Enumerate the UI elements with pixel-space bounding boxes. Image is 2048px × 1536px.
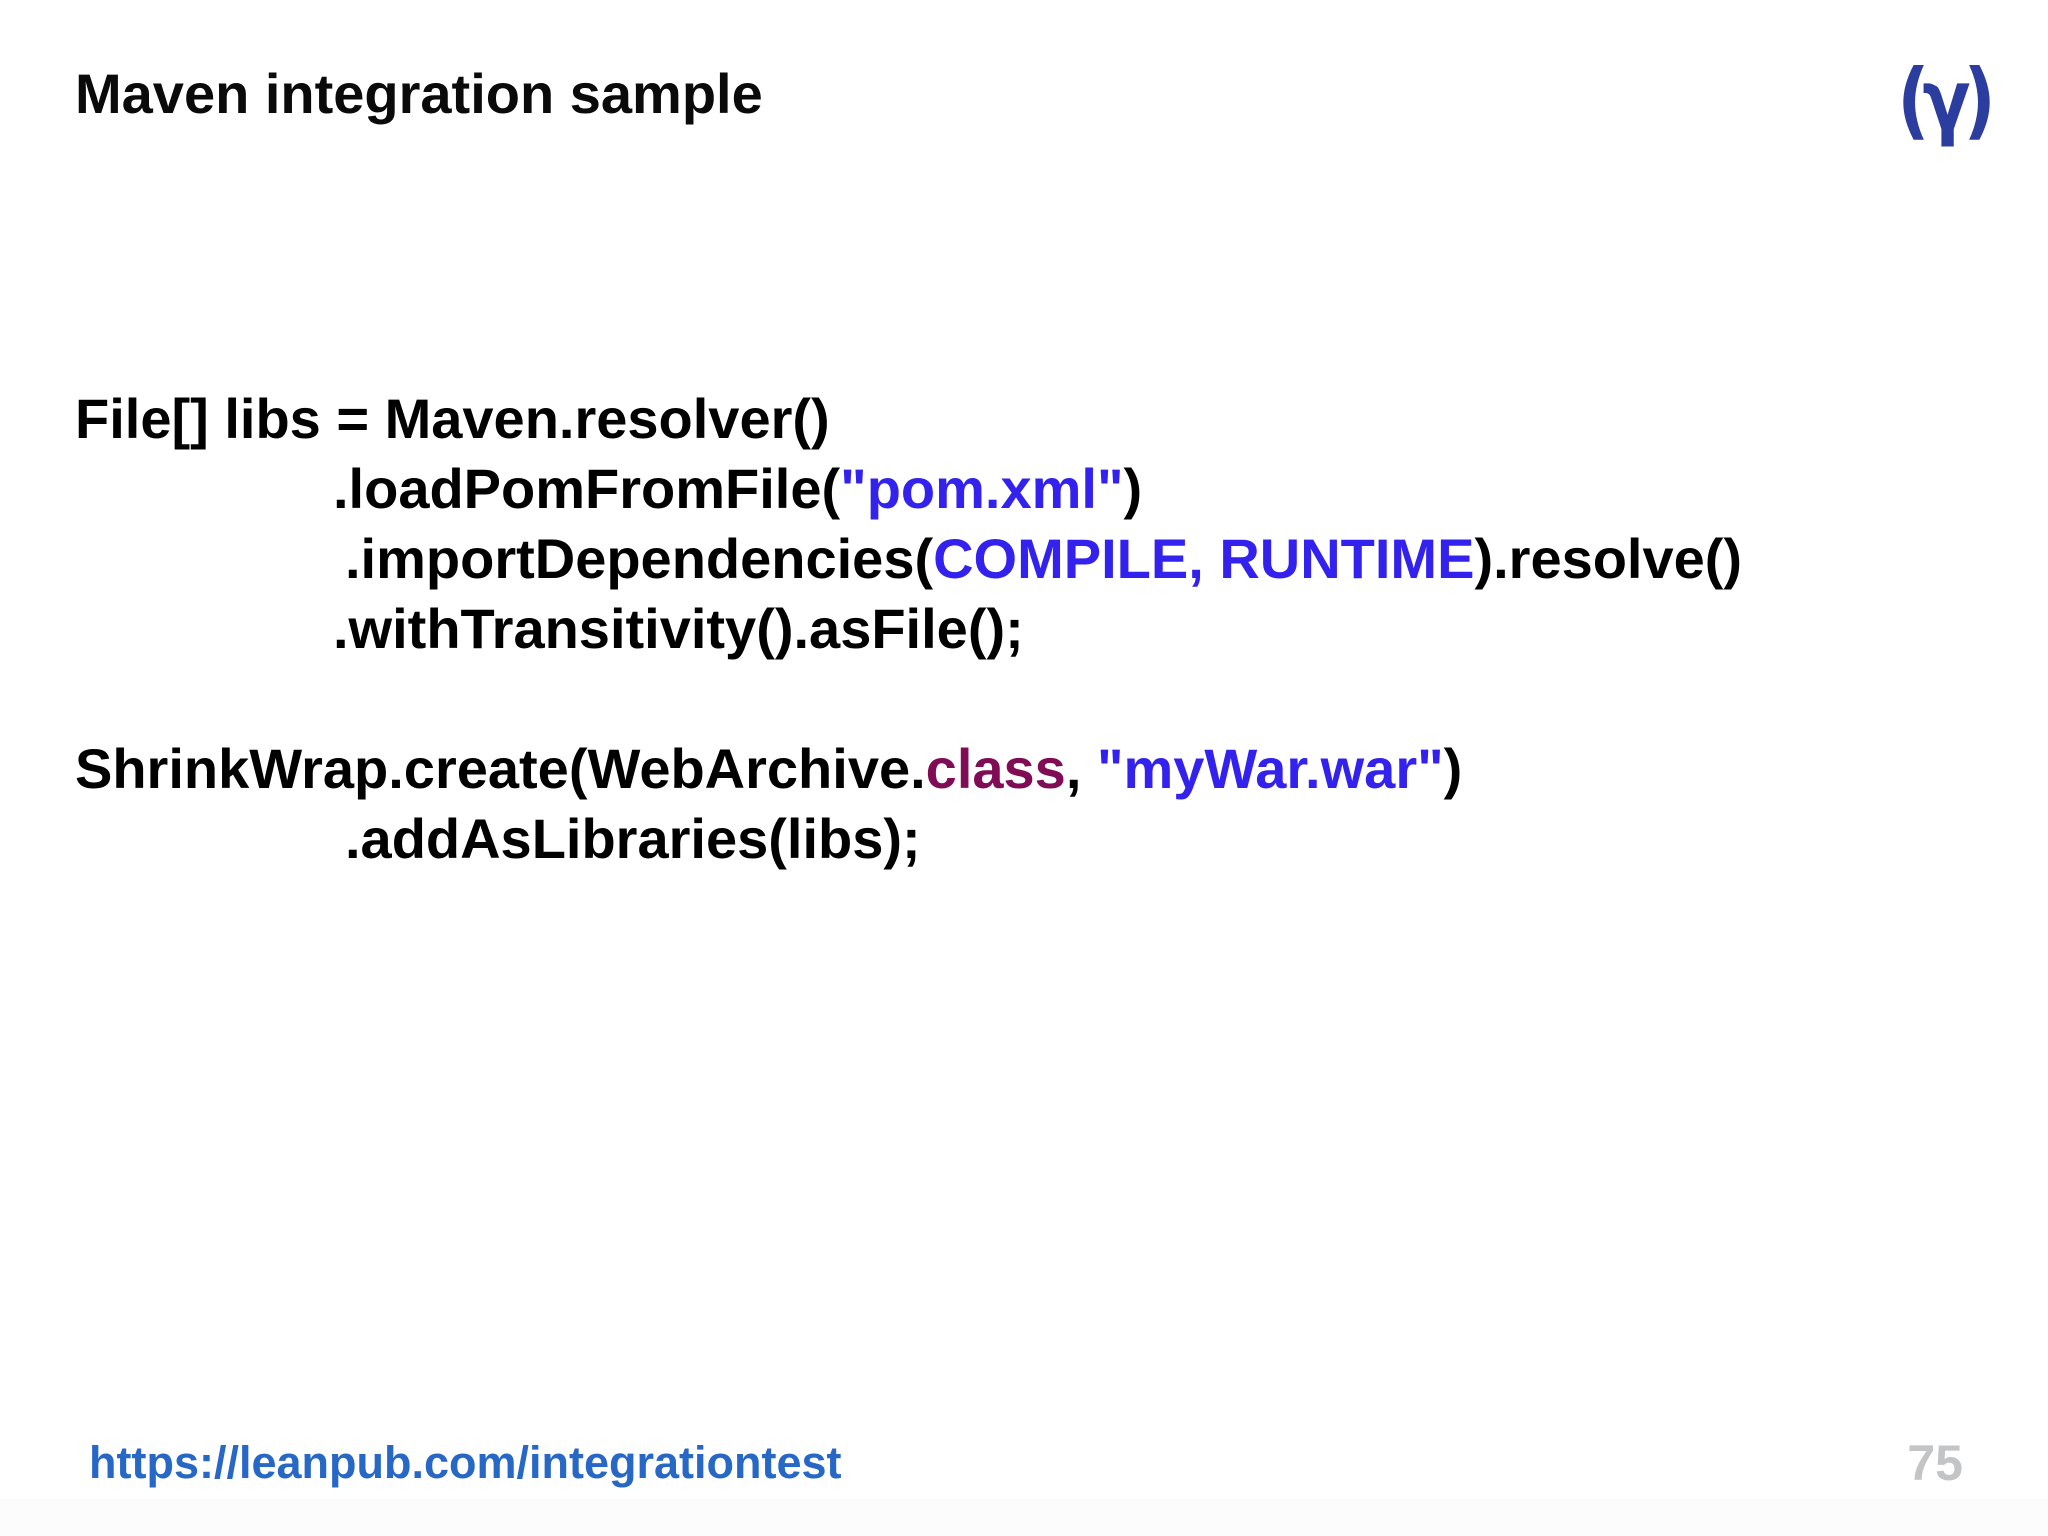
bottom-strip [0, 1499, 2048, 1536]
code-sample: File[] libs = Maven.resolver().loadPomFr… [75, 384, 1742, 874]
code-segment-keyword: class [925, 737, 1066, 800]
code-segment-plain: File[] libs = Maven.resolver() [75, 387, 830, 450]
brand-logo-icon: (γ) [1897, 51, 1995, 149]
code-segment-string: "myWar.war" [1096, 737, 1444, 800]
page-number: 75 [1907, 1435, 1963, 1491]
code-line: .loadPomFromFile("pom.xml") [75, 454, 1742, 524]
code-line: File[] libs = Maven.resolver() [75, 384, 1742, 454]
code-segment-plain: .importDependencies( [345, 527, 934, 590]
code-segment-plain: ShrinkWrap.create(WebArchive. [75, 737, 926, 800]
code-line [75, 664, 1742, 734]
code-line: .withTransitivity().asFile(); [75, 594, 1742, 664]
code-segment-constant: COMPILE, RUNTIME [933, 527, 1475, 590]
code-segment-plain: ).resolve() [1474, 527, 1743, 590]
code-segment-plain: .withTransitivity().asFile(); [333, 597, 1024, 660]
code-segment-plain: ) [1443, 737, 1463, 800]
page-title: Maven integration sample [75, 62, 763, 125]
code-line: ShrinkWrap.create(WebArchive.class, "myW… [75, 734, 1742, 804]
code-segment-plain: , [1065, 737, 1097, 800]
code-segment-string: "pom.xml" [840, 457, 1124, 520]
footer-link[interactable]: https://leanpub.com/integrationtest [89, 1437, 842, 1488]
code-line: .importDependencies(COMPILE, RUNTIME).re… [75, 524, 1742, 594]
code-segment-plain: .addAsLibraries(libs); [345, 807, 921, 870]
code-segment-plain: .loadPomFromFile( [333, 457, 841, 520]
code-line: .addAsLibraries(libs); [75, 804, 1742, 874]
code-segment-plain: ) [1123, 457, 1143, 520]
